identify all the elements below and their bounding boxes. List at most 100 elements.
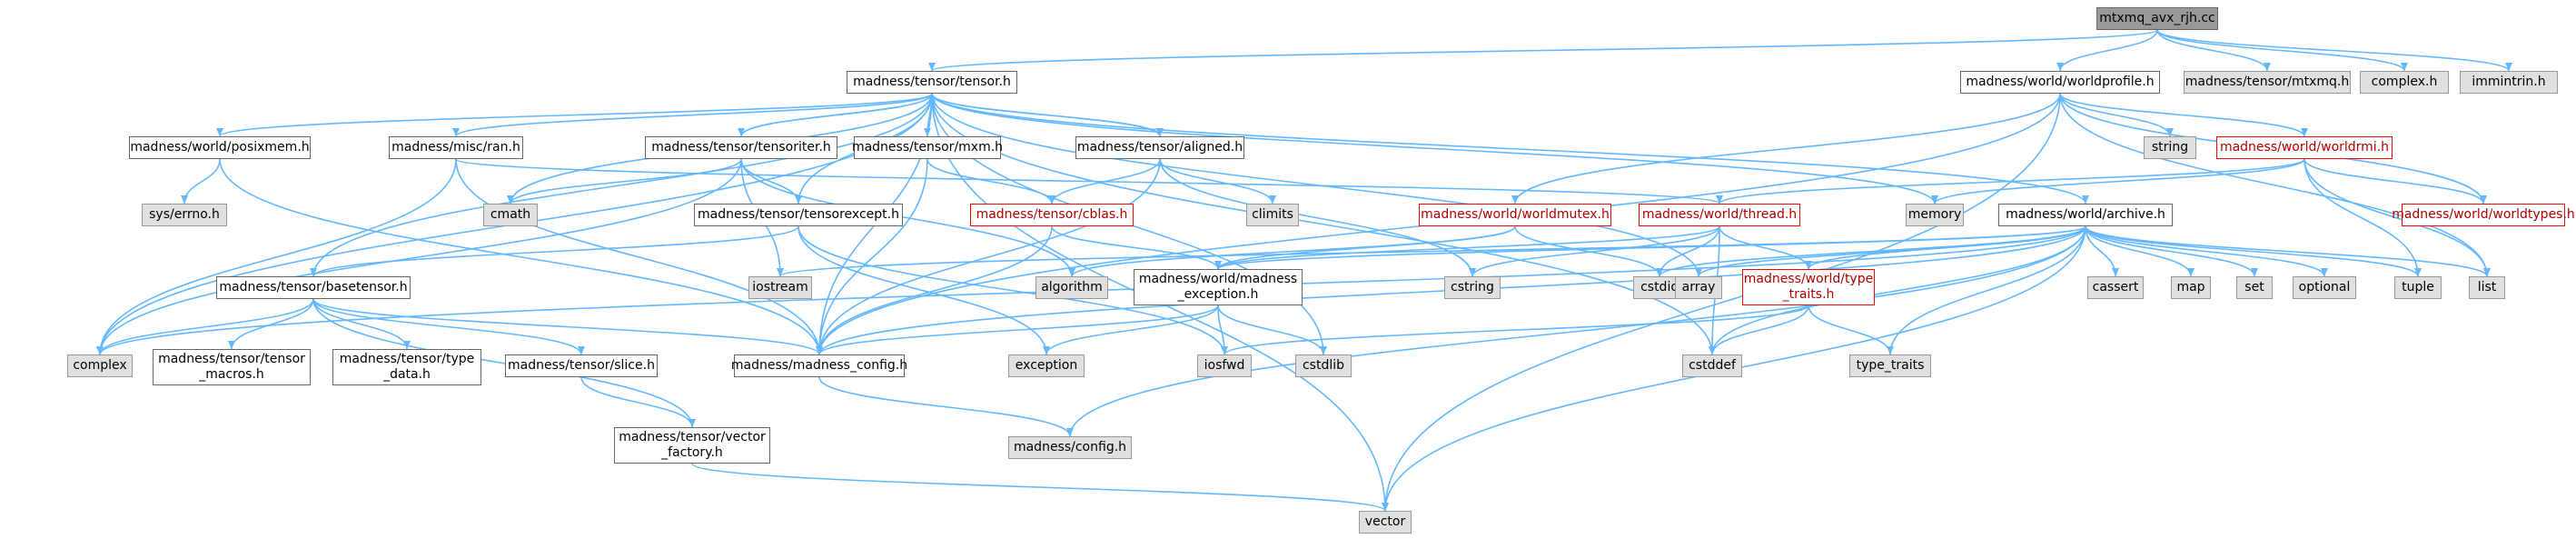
include-edge <box>931 29 2158 72</box>
include-edge <box>312 93 933 277</box>
node-worldrmi-h[interactable]: madness/world/worldrmi.h <box>2216 136 2393 159</box>
node-vector-factory-h[interactable]: madness/tensor/vector _factory.h <box>614 427 770 464</box>
node-slice-h[interactable]: madness/tensor/slice.h <box>505 354 658 377</box>
edge-arrowhead <box>1269 195 1276 204</box>
include-edge <box>931 93 1161 137</box>
include-edge <box>2085 225 2192 277</box>
include-edge <box>2085 225 2419 277</box>
node-tensorexcept-h[interactable]: madness/tensor/tensorexcept.h <box>694 204 903 226</box>
node-archive-h[interactable]: madness/world/archive.h <box>1998 204 2173 226</box>
include-edge <box>455 93 933 137</box>
include-edge <box>1719 158 2305 205</box>
node-map: map <box>2171 276 2211 299</box>
node-posixmem-h[interactable]: madness/world/posixmem.h <box>129 136 311 159</box>
node-iosfwd: iosfwd <box>1197 354 1252 377</box>
node-aligned-h[interactable]: madness/tensor/aligned.h <box>1075 136 1244 159</box>
node-optional: optional <box>2293 276 2356 299</box>
edge-arrowhead <box>1048 195 1055 204</box>
edge-arrowhead <box>777 268 784 276</box>
include-edge <box>1069 225 2086 437</box>
include-edge <box>1224 304 1809 355</box>
include-edge <box>818 158 1161 355</box>
node-type-data-h[interactable]: madness/tensor/type _data.h <box>332 349 481 385</box>
include-edge <box>1051 225 1219 270</box>
node-climits: climits <box>1246 204 1299 226</box>
edge-arrowhead <box>738 128 745 136</box>
include-edge <box>779 225 2086 277</box>
include-edge <box>2059 93 2171 137</box>
node-tensoriter-h[interactable]: madness/tensor/tensoriter.h <box>645 136 837 159</box>
edge-arrowhead <box>2112 268 2119 276</box>
include-edge <box>740 93 933 137</box>
include-edge <box>455 158 820 355</box>
include-edge <box>2085 225 2255 277</box>
node-exception: exception <box>1008 354 1085 377</box>
include-edge <box>312 298 582 355</box>
include-edge <box>219 93 933 137</box>
node-cstddef: cstddef <box>1682 354 1742 377</box>
edge-arrowhead <box>2414 268 2422 276</box>
include-edge <box>818 158 928 355</box>
edge-arrowhead <box>1382 503 1389 511</box>
include-edge <box>2304 158 2484 205</box>
include-edge <box>455 158 1720 205</box>
include-edge <box>931 93 1936 205</box>
node-madness-exception-h[interactable]: madness/world/madness _exception.h <box>1134 269 1303 305</box>
node-algorithm: algorithm <box>1035 276 1108 299</box>
include-edge <box>740 158 1073 277</box>
edge-arrowhead <box>452 128 460 136</box>
include-edge <box>1217 225 1720 270</box>
include-edge <box>1711 304 1809 355</box>
include-edge <box>2059 93 2305 137</box>
edge-arrowhead <box>1221 346 1228 354</box>
node-cblas-h[interactable]: madness/tensor/cblas.h <box>970 204 1134 226</box>
include-edge <box>818 225 1053 355</box>
include-edge <box>99 298 314 355</box>
node-mtxmq-avx-rjh-cc: mtxmq_avx_rjh.cc <box>2096 7 2218 30</box>
edge-arrowhead <box>1887 346 1894 354</box>
edge-arrowhead <box>1695 268 1702 276</box>
node-set: set <box>2236 276 2273 299</box>
node-cmath: cmath <box>483 204 538 226</box>
node-cassert: cassert <box>2087 276 2144 299</box>
include-edge <box>1711 225 2086 355</box>
node-worldprofile-h[interactable]: madness/world/worldprofile.h <box>1960 71 2160 94</box>
include-edge <box>1045 304 1219 355</box>
edge-arrowhead <box>2321 268 2328 276</box>
node-thread-h[interactable]: madness/world/thread.h <box>1639 204 1800 226</box>
node-tensor-h[interactable]: madness/tensor/tensor.h <box>847 71 1017 94</box>
include-edge <box>2156 29 2405 72</box>
node-config-h: madness/config.h <box>1008 436 1132 459</box>
include-edge <box>1159 158 1473 277</box>
node-sys-errno-h: sys/errno.h <box>142 204 227 226</box>
node-tuple: tuple <box>2394 276 2442 299</box>
edge-arrowhead <box>2483 268 2491 276</box>
node-basetensor-h[interactable]: madness/tensor/basetensor.h <box>216 276 411 299</box>
edge-arrowhead <box>228 341 235 349</box>
node-worldmutex-h[interactable]: madness/world/worldmutex.h <box>1419 204 1611 226</box>
include-edge <box>580 376 693 428</box>
node-string: string <box>2144 136 2196 159</box>
edge-arrowhead <box>181 195 188 204</box>
edge-arrowhead <box>1469 268 1476 276</box>
node-worldtypes-h[interactable]: madness/world/worldtypes.h <box>2392 204 2575 226</box>
node-type-traits-h[interactable]: madness/world/type _traits.h <box>1742 269 1875 305</box>
include-edge <box>2156 29 2510 72</box>
edge-arrowhead <box>2301 128 2308 136</box>
include-edge <box>798 225 1225 355</box>
node-cstdlib: cstdlib <box>1295 354 1352 377</box>
include-edge <box>1514 225 1660 277</box>
edge-arrowhead <box>1511 195 1519 204</box>
edge-arrowhead <box>2166 128 2174 136</box>
node-vector: vector <box>1359 511 1412 534</box>
include-edge <box>798 225 1047 355</box>
include-edge <box>312 298 820 355</box>
edge-arrowhead <box>310 268 317 276</box>
include-edge <box>1659 225 2086 277</box>
edge-arrowhead <box>795 195 802 204</box>
node-mxm-h[interactable]: madness/tensor/mxm.h <box>852 136 1003 159</box>
node-ran-h[interactable]: madness/misc/ran.h <box>389 136 523 159</box>
node-madness-config-h[interactable]: madness/madness_config.h <box>731 354 907 377</box>
include-edge <box>1159 158 1273 205</box>
node-tensor-macros-h[interactable]: madness/tensor/tensor _macros.h <box>153 349 311 385</box>
